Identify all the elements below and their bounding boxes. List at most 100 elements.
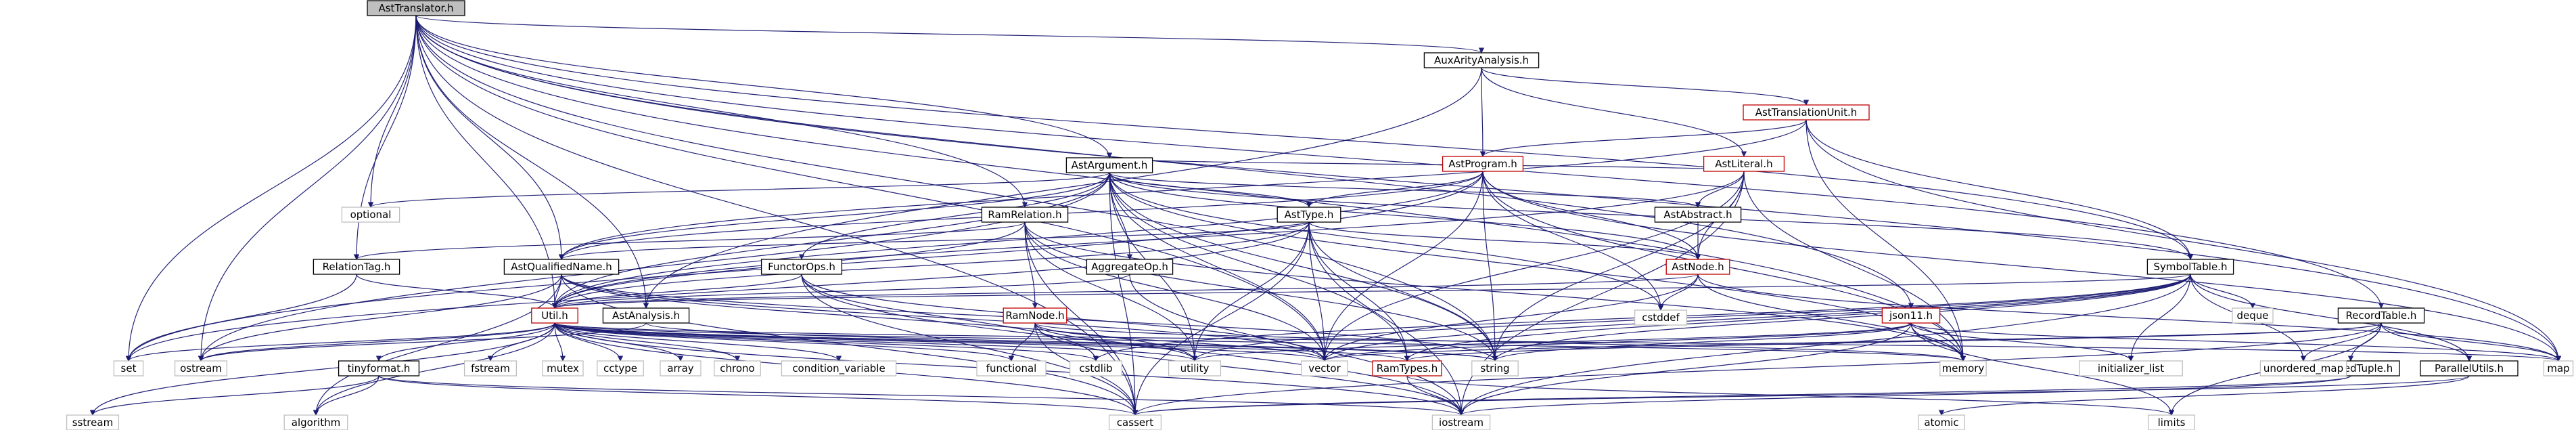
edge-json11-h-to-utility — [1192, 322, 1912, 362]
node-label: functional — [986, 362, 1037, 374]
node-functorops-h[interactable]: FunctorOps.h — [760, 259, 843, 275]
edge-util-h-to-algorithm — [313, 322, 555, 416]
node-box — [503, 259, 620, 275]
node-asttranslationunit-h[interactable]: AstTranslationUnit.h — [1743, 104, 1870, 121]
node-box — [660, 360, 702, 377]
edge-tinyformat-h-to-sstream — [89, 375, 380, 416]
node-label: string — [1480, 362, 1509, 374]
node-asttranslator-h[interactable]: AstTranslator.h — [367, 0, 465, 16]
edge-aggregateop-h-to-util-h — [552, 274, 1130, 309]
node-box — [2148, 414, 2195, 430]
node-label: array — [667, 362, 693, 374]
node-label: RamNode.h — [1005, 309, 1064, 322]
node-astanalysis-h[interactable]: AstAnalysis.h — [602, 307, 690, 324]
edge-util-h-to-ostream — [198, 322, 555, 362]
edge-util-h-to-set — [125, 322, 555, 362]
node-label: cassert — [1117, 416, 1153, 429]
node-astnode-h[interactable]: AstNode.h — [1665, 259, 1730, 275]
edge-ramnode-h-to-memory — [1034, 322, 1966, 362]
edge-util-h-to-functional — [554, 322, 1015, 362]
node-parallelutils-h[interactable]: ParallelUtils.h — [2420, 360, 2518, 377]
edge-util-h-to-memory — [554, 322, 1966, 362]
edge-astprogram-h-to-cstddef — [1482, 171, 1664, 311]
edge-astargument-h-to-util-h — [551, 172, 1110, 309]
node-box — [1423, 52, 1540, 68]
edge-astprogram-h-to-string — [1482, 171, 1498, 362]
edge-astqualifiedname-h-to-algorithm — [313, 274, 562, 416]
node-box — [714, 360, 761, 377]
node-unordered-map: unordered_map — [2259, 360, 2347, 377]
node-ramnode-h[interactable]: RamNode.h — [1003, 307, 1067, 324]
edge-astliteral-h-to-memory — [1743, 171, 1967, 362]
node-symboltable-h[interactable]: SymbolTable.h — [2146, 259, 2234, 275]
edge-asttranslator-h-to-string — [415, 15, 1498, 362]
node-set: set — [113, 360, 144, 377]
node-box — [2543, 360, 2574, 377]
node-label: sstream — [72, 416, 113, 429]
node-ramtypes-h[interactable]: RamTypes.h — [1372, 360, 1442, 377]
node-ramrelation-h[interactable]: RamRelation.h — [981, 207, 1069, 223]
edge-astqualifiedname-h-to-ostream — [198, 274, 562, 362]
node-label: Util.h — [541, 309, 568, 322]
edge-astargument-h-to-vector — [1109, 172, 1328, 362]
node-util-h[interactable]: Util.h — [531, 307, 578, 324]
edge-compiledtuple-h-to-cassert — [1132, 375, 2351, 416]
node-json11-h[interactable]: json11.h — [1881, 307, 1941, 324]
edge-util-h-to-chrono — [554, 322, 741, 362]
node-box — [1939, 360, 1987, 377]
edge-astprogram-h-to-vector — [1321, 171, 1484, 362]
node-box — [66, 414, 120, 430]
node-label: RamRelation.h — [988, 209, 1061, 221]
edge-symboltable-h-to-ramtypes-h — [1404, 274, 2191, 362]
edge-asttranslator-h-to-auxarityanalysis-h — [415, 15, 1484, 53]
node-astqualifiedname-h[interactable]: AstQualifiedName.h — [503, 259, 620, 275]
node-relationtag-h[interactable]: RelationTag.h — [313, 259, 400, 275]
node-cctype: cctype — [597, 360, 644, 377]
edge-astanalysis-h-to-string — [645, 322, 1498, 362]
node-box — [1918, 414, 1965, 430]
edge-functorops-h-to-cstdlib — [801, 274, 1099, 362]
node-box — [1372, 360, 1442, 377]
node-box — [283, 414, 348, 430]
node-label: cctype — [603, 362, 637, 374]
edge-parallelutils-h-to-cassert — [1132, 375, 2470, 416]
node-tinyformat-h[interactable]: tinyformat.h — [338, 360, 420, 377]
edge-symboltable-h-to-vector — [1321, 274, 2191, 362]
node-label: mutex — [547, 362, 579, 374]
node-label: deque — [2236, 309, 2268, 322]
node-astliteral-h[interactable]: AstLiteral.h — [1703, 156, 1785, 172]
edge-ramrelation-h-to-relationtag-h — [354, 221, 1026, 260]
node-astargument-h[interactable]: AstArgument.h — [1065, 157, 1153, 173]
node-astabstract-h[interactable]: AstAbstract.h — [1654, 207, 1742, 223]
node-label: initializer_list — [2098, 362, 2164, 375]
edge-asttranslator-h-to-util-h — [415, 15, 558, 309]
node-fstream: fstream — [463, 360, 518, 377]
edge-asttype-h-to-set — [125, 221, 1310, 362]
node-box — [113, 360, 144, 377]
node-box — [1086, 259, 1174, 275]
node-label: cstddef — [1642, 311, 1680, 324]
node-asttype-h[interactable]: AstType.h — [1276, 207, 1341, 223]
edge-aggregateop-h-to-iostream — [1129, 274, 1465, 416]
node-cassert: cassert — [1108, 414, 1162, 430]
node-astprogram-h[interactable]: AstProgram.h — [1442, 156, 1524, 172]
node-label: AstTranslationUnit.h — [1755, 106, 1858, 119]
node-auxarityanalysis-h[interactable]: AuxArityAnalysis.h — [1423, 52, 1540, 68]
node-box — [2146, 259, 2234, 275]
node-label: unordered_map — [2263, 362, 2343, 375]
node-recordtable-h[interactable]: RecordTable.h — [2337, 307, 2425, 324]
edge-ramrelation-h-to-memory — [1024, 221, 1967, 362]
node-box — [602, 307, 690, 324]
node-box — [542, 360, 584, 377]
edge-asttranslator-h-to-recordtable-h — [415, 15, 2385, 309]
node-label: AstLiteral.h — [1715, 158, 1772, 170]
edge-functorops-h-to-util-h — [551, 274, 802, 309]
node-label: vector — [1308, 362, 1341, 374]
edge-asttype-h-to-util-h — [551, 221, 1310, 309]
edge-asttype-h-to-astnode-h — [1308, 221, 1701, 260]
edge-asttype-h-to-astqualifiedname-h — [559, 221, 1310, 260]
edge-auxarityanalysis-h-to-astliteral-h — [1481, 67, 1747, 157]
edge-util-h-to-cctype — [554, 322, 624, 362]
edge-recordtable-h-to-parallelutils-h — [2380, 322, 2472, 362]
node-aggregateop-h[interactable]: AggregateOp.h — [1086, 259, 1174, 275]
